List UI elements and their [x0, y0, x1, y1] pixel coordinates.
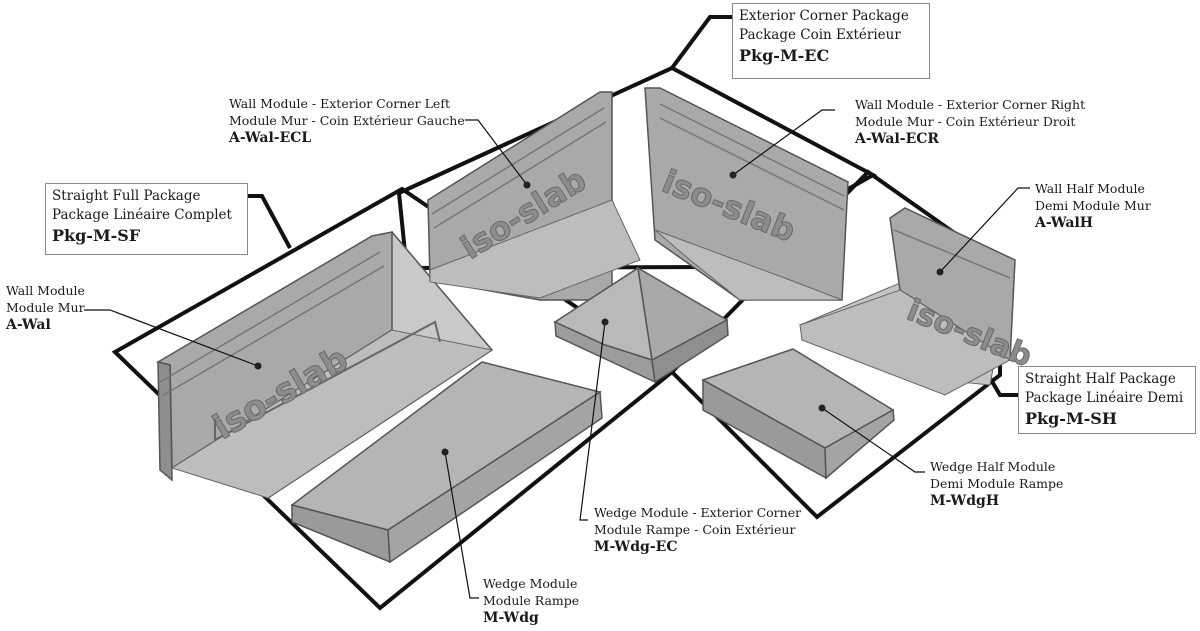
leader-wall: [84, 309, 259, 367]
leader-wedge: [444, 451, 479, 599]
dot-ecr: [729, 171, 737, 179]
wedge-line2: Module Rampe: [483, 593, 580, 608]
package-box-exterior-corner: Exterior Corner Package Package Coin Ext…: [732, 3, 930, 79]
wedge-ec-line1: Wedge Module - Exterior Corner: [594, 505, 802, 520]
dot-wall: [254, 362, 262, 370]
label-wall: Wall Module Module Mur A-Wal: [6, 282, 85, 334]
wall-half-code: A-WalH: [1035, 215, 1094, 231]
package-ec-line1: Exterior Corner Package: [739, 8, 909, 24]
wedge-half-line2: Demi Module Rampe: [930, 476, 1064, 491]
dot-wedge: [441, 448, 449, 456]
package-box-straight-full: Straight Full Package Package Linéaire C…: [45, 183, 248, 255]
package-ec-code: Pkg-M-EC: [739, 46, 830, 65]
leader-wedge-ec: [579, 321, 606, 521]
leader-pkg-sf: [248, 194, 292, 249]
wedge-half-code: M-WdgH: [930, 493, 1000, 509]
label-wall-half: Wall Half Module Demi Module Mur A-WalH: [1035, 180, 1151, 232]
package-ec-line2: Package Coin Extérieur: [739, 27, 901, 43]
dot-half: [936, 268, 944, 276]
wall-line1: Wall Module: [6, 283, 85, 298]
package-sh-line1: Straight Half Package: [1025, 371, 1176, 387]
wall-half-line1: Wall Half Module: [1035, 181, 1145, 196]
wedge-ec-line2: Module Rampe - Coin Extérieur: [594, 522, 796, 537]
label-wedge-ec: Wedge Module - Exterior Corner Module Ra…: [594, 504, 801, 556]
dot-wedge-ec: [601, 318, 609, 326]
wall-ecl-line2: Module Mur - Coin Extérieur Gauche: [229, 113, 465, 128]
wall-ecr-code: A-Wal-ECR: [855, 131, 940, 147]
package-sf-line1: Straight Full Package: [52, 188, 201, 204]
wedge-exterior-corner-shape: [553, 266, 729, 384]
wedge-ec-code: M-Wdg-EC: [594, 539, 678, 555]
label-wedge: Wedge Module Module Rampe M-Wdg: [483, 575, 579, 627]
wall-half-line2: Demi Module Mur: [1035, 198, 1151, 213]
wall-ecr-line1: Wall Module - Exterior Corner Right: [855, 97, 1086, 112]
wall-exterior-corner-right-shape: iso-slab: [644, 87, 849, 301]
wedge-half-module-shape: [701, 348, 895, 480]
label-wall-ecr: Wall Module - Exterior Corner Right Modu…: [855, 96, 1085, 148]
package-sf-line2: Package Linéaire Complet: [52, 207, 232, 223]
wedge-code: M-Wdg: [483, 610, 539, 626]
leader-ecl: [465, 119, 528, 186]
wall-line2: Module Mur: [6, 300, 85, 315]
wedge-line1: Wedge Module: [483, 576, 578, 591]
package-sh-line2: Package Linéaire Demi: [1025, 390, 1184, 406]
wedge-module-shape: [290, 361, 603, 564]
wall-code: A-Wal: [6, 317, 51, 333]
label-wedge-half: Wedge Half Module Demi Module Rampe M-Wd…: [930, 458, 1063, 510]
leader-pkg-sh: [988, 376, 1018, 397]
leader-lines: [84, 109, 1030, 599]
wall-ecr-line2: Module Mur - Coin Extérieur Droit: [855, 114, 1076, 129]
leader-ecr: [732, 109, 835, 176]
package-sh-code: Pkg-M-SH: [1025, 409, 1117, 428]
label-wall-ecl: Wall Module - Exterior Corner Left Modul…: [229, 95, 465, 147]
package-sf-code: Pkg-M-SF: [52, 226, 141, 245]
leader-half: [939, 187, 1030, 273]
leader-pkg-ec: [670, 15, 735, 70]
leader-dots: [254, 171, 944, 456]
wall-exterior-corner-left-shape: iso-slab: [427, 91, 641, 301]
package-box-straight-half: Straight Half Package Package Linéaire D…: [1018, 366, 1196, 434]
wall-module-shape: iso-slab: [156, 231, 494, 500]
wall-ecl-code: A-Wal-ECL: [229, 130, 312, 146]
leader-wedge-half: [821, 407, 925, 473]
dot-ecl: [523, 181, 531, 189]
wedge-half-line1: Wedge Half Module: [930, 459, 1056, 474]
dot-wedge-half: [818, 404, 826, 412]
wall-ecl-line1: Wall Module - Exterior Corner Left: [229, 96, 450, 111]
